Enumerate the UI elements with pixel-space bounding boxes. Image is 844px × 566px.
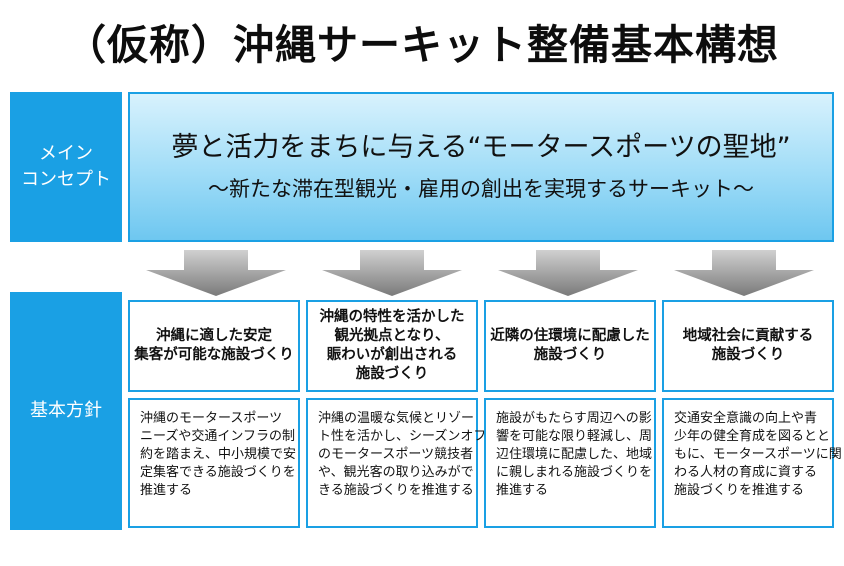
policy-description-line: や、観光客の取り込みがで xyxy=(318,465,474,480)
policy-description-line: 響を可能な限り軽減し、周 xyxy=(496,429,653,444)
concept-subline: ～新たな滞在型観光・雇用の創出を実現するサーキット～ xyxy=(208,177,754,201)
policy-heading-4: 地域社会に貢献する 施設づくり xyxy=(662,300,834,392)
policy-heading-line: 観光拠点となり、 xyxy=(334,328,450,344)
policy-heading-line: 沖縄に適した安定 xyxy=(156,328,272,344)
policy-heading-line: 施設づくり xyxy=(533,347,607,363)
policy-description-line: 推進する xyxy=(496,483,549,498)
policy-heading-2: 沖縄の特性を活かした 観光拠点となり、 賑わいが創出される 施設づくり xyxy=(306,300,478,392)
basic-policy-label: 基本方針 xyxy=(10,292,122,530)
policy-description-line: 約を踏まえ、中小規模で安 xyxy=(140,447,297,462)
main-concept-box: 夢と活力をまちに与える“モータースポーツの聖地” ～新たな滞在型観光・雇用の創出… xyxy=(128,92,834,242)
policy-heading-line: 賑わいが創出される xyxy=(326,347,458,363)
main-concept-label: メイン コンセプト xyxy=(10,92,122,242)
policy-description-line: に親しまれる施設づくりを xyxy=(496,465,653,480)
policy-description-1: 沖縄のモータースポーツ ニーズや交通インフラの制 約を踏まえ、中小規模で安 定集… xyxy=(128,398,300,528)
down-arrow xyxy=(322,250,462,296)
policy-heading-line: 施設づくり xyxy=(355,366,429,382)
down-arrow xyxy=(674,250,814,296)
policy-description-line: のモータースポーツ競技者 xyxy=(318,447,474,462)
policy-description-line: 少年の健全育成を図るとと xyxy=(674,429,831,444)
policy-description-4: 交通安全意識の向上や青 少年の健全育成を図るとと もに、モータースポーツに関 わ… xyxy=(662,398,842,528)
page-title: （仮称）沖縄サーキット整備基本構想 xyxy=(65,21,779,69)
policy-description-line: 交通安全意識の向上や青 xyxy=(674,411,818,426)
policy-description-3: 施設がもたらす周辺への影 響を可能な限り軽減し、周 辺住環境に配慮した、地域 に… xyxy=(484,398,656,528)
policy-heading-line: 地域社会に貢献する xyxy=(682,328,814,344)
down-arrow xyxy=(498,250,638,296)
policy-description-line: 沖縄のモータースポーツ xyxy=(140,411,283,426)
policy-description-line: ト性を活かし、シーズンオフ xyxy=(318,429,487,444)
down-arrow xyxy=(146,250,286,296)
policy-description-line: ニーズや交通インフラの制 xyxy=(140,429,295,444)
policy-heading-line: 施設づくり xyxy=(711,347,785,363)
policy-description-2: 沖縄の温暖な気候とリゾー ト性を活かし、シーズンオフ のモータースポーツ競技者 … xyxy=(306,398,487,528)
policy-heading-1: 沖縄に適した安定 集客が可能な施設づくり xyxy=(128,300,300,392)
policy-heading-line: 近隣の住環境に配慮した xyxy=(490,328,650,344)
policy-description-line: 沖縄の温暖な気候とリゾー xyxy=(318,411,475,426)
policy-heading-3: 近隣の住環境に配慮した 施設づくり xyxy=(484,300,656,392)
policy-heading-line: 沖縄の特性を活かした xyxy=(319,309,465,325)
policy-description-line: 施設がもたらす周辺への影 xyxy=(496,411,652,426)
policy-description-line: もに、モータースポーツに関 xyxy=(674,447,842,462)
main-concept-label-line: コンセプト xyxy=(21,169,111,190)
main-concept-label-line: メイン xyxy=(39,143,93,164)
policy-description-line: 推進する xyxy=(140,483,193,498)
policy-description-line: わる人材の育成に資する xyxy=(674,465,818,480)
concept-headline: 夢と活力をまちに与える“モータースポーツの聖地” xyxy=(171,132,791,163)
policy-description-line: 定集客できる施設づくりを xyxy=(140,465,296,480)
policy-heading-line: 集客が可能な施設づくり xyxy=(134,347,294,363)
policy-description-line: きる施設づくりを推進する xyxy=(318,483,474,498)
policy-description-line: 施設づくりを推進する xyxy=(674,483,805,498)
policy-description-line: 辺住環境に配慮した、地域 xyxy=(496,447,653,462)
